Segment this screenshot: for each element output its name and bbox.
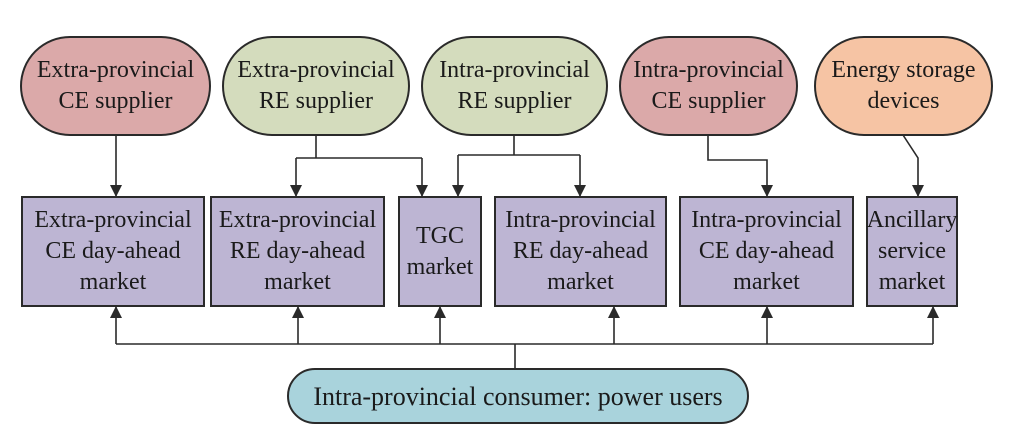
link-s4-m5 [707, 135, 773, 197]
consumer-power-users: Intra-provincial consumer: power users [287, 368, 749, 424]
market-label: Extra-provincial CE day-ahead market [34, 207, 192, 295]
link-s5-m6 [902, 134, 924, 197]
market-label: TGC market [406, 222, 474, 280]
market-intra-provincial-re-day-ahead: Intra-provincial RE day-ahead market [494, 196, 667, 307]
market-intra-provincial-ce-day-ahead: Intra-provincial CE day-ahead market [679, 196, 854, 307]
market-extra-provincial-re-day-ahead: Extra-provincial RE day-ahead market [210, 196, 385, 307]
supplier-label: Energy storage devices [831, 57, 976, 114]
market-label: Ancillary service market [866, 207, 958, 295]
supplier-extra-provincial-re: Extra-provincial RE supplier [222, 36, 410, 136]
link-consumer-bus [116, 343, 933, 368]
market-label: Intra-provincial RE day-ahead market [505, 207, 656, 295]
consumer-label: Intra-provincial consumer: power users [313, 381, 723, 411]
market-extra-provincial-ce-day-ahead: Extra-provincial CE day-ahead market [21, 196, 205, 307]
supplier-energy-storage: Energy storage devices [814, 36, 993, 136]
market-tgc: TGC market [398, 196, 482, 307]
supplier-intra-provincial-re: Intra-provincial RE supplier [421, 36, 608, 136]
market-label: Extra-provincial RE day-ahead market [218, 207, 377, 295]
supplier-intra-provincial-ce: Intra-provincial CE supplier [619, 36, 798, 136]
market-label: Intra-provincial CE day-ahead market [691, 207, 842, 295]
market-ancillary-service: Ancillary service market [866, 196, 958, 307]
supplier-label: Extra-provincial RE supplier [237, 57, 395, 114]
supplier-extra-provincial-ce: Extra-provincial CE supplier [20, 36, 211, 136]
link-s3-bus [458, 135, 580, 156]
link-s2-bus [296, 135, 422, 159]
supplier-label: Intra-provincial CE supplier [633, 57, 784, 114]
supplier-label: Intra-provincial RE supplier [439, 57, 590, 114]
supplier-label: Extra-provincial CE supplier [36, 57, 195, 114]
